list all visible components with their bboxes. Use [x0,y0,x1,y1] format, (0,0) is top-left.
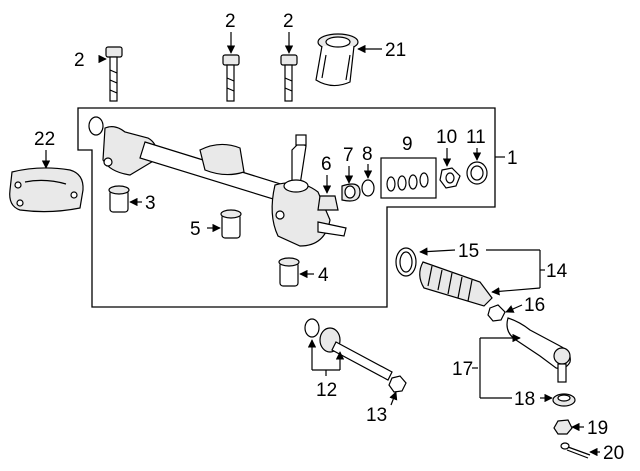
nut-icon[interactable] [439,167,461,189]
nut-icon[interactable] [553,419,573,435]
o-ring-icon[interactable] [304,318,320,338]
seal-icon[interactable] [341,183,361,202]
bolt-icon[interactable] [222,54,240,102]
callout-2: 2 [283,11,294,32]
bushing-icon[interactable] [220,209,242,239]
callout-17: 17 [452,359,473,380]
callout-14: 14 [546,261,568,282]
callout-2: 2 [225,11,236,32]
callout-7: 7 [343,145,354,166]
callout-10: 10 [436,127,457,148]
grommet-icon[interactable] [315,33,359,87]
callout-13: 13 [366,405,387,426]
seal-kit-box [380,157,437,199]
bolt-icon[interactable] [105,46,123,102]
callout-2: 2 [74,50,85,71]
dust-boot-icon[interactable] [552,393,576,407]
inner-tie-rod-icon[interactable] [319,327,393,381]
leader-lines [41,32,600,457]
ring-icon[interactable] [361,179,375,197]
clamp-icon[interactable] [395,247,417,277]
callout-3: 3 [145,193,156,214]
callout-5: 5 [190,219,201,240]
tie-rod-end-icon[interactable] [506,317,571,383]
callout-8: 8 [362,144,373,165]
bolt-icon[interactable] [280,54,298,102]
o-ring-icon[interactable] [386,172,429,192]
bushing-icon[interactable] [108,185,130,213]
nut-icon[interactable] [388,375,407,393]
callout-6: 6 [321,154,332,175]
ring-icon[interactable] [466,161,488,185]
callout-15: 15 [458,241,479,262]
callout-19: 19 [587,418,608,439]
callout-4: 4 [318,265,329,286]
callout-16: 16 [524,295,545,316]
bushing-icon[interactable] [317,195,339,211]
boot-icon[interactable] [419,261,493,307]
bushing-icon[interactable] [278,257,300,287]
nut-icon[interactable] [487,304,506,322]
callout-20: 20 [603,443,624,464]
callout-18: 18 [514,389,535,410]
callout-21: 21 [385,40,406,61]
heat-shield-icon[interactable] [9,167,84,213]
callout-1: 1 [507,148,518,169]
callout-12: 12 [316,380,337,401]
assembly-outline [77,107,496,308]
steering-gear-assembly-icon[interactable] [88,116,347,247]
cotter-pin-icon[interactable] [560,442,591,459]
callout-9: 9 [402,134,413,155]
callout-11: 11 [466,127,486,148]
callout-22: 22 [34,129,55,150]
